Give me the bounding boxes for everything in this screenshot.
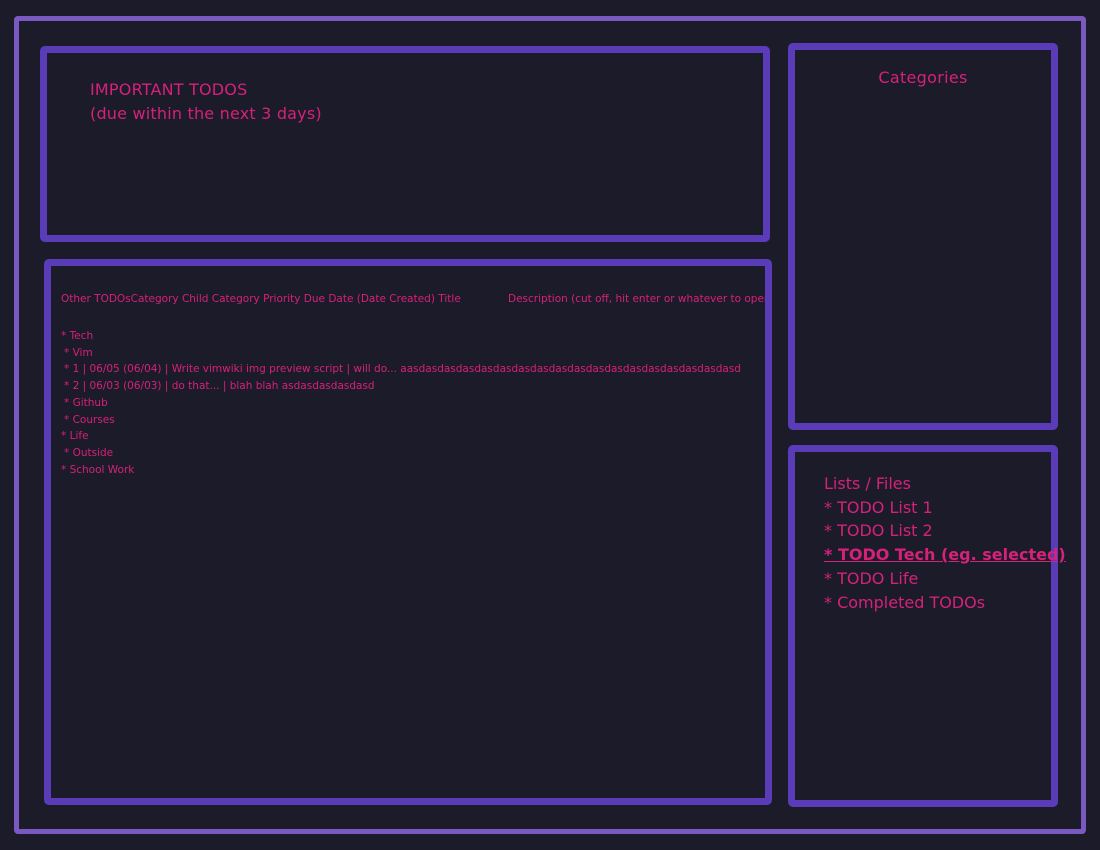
important-todos-subheading: (due within the next 3 days) xyxy=(90,104,322,123)
important-todos-heading: IMPORTANT TODOS xyxy=(90,80,248,99)
todo-row[interactable]: * Github xyxy=(64,396,108,409)
list-file-item[interactable]: * TODO Tech (eg. selected) xyxy=(824,545,1066,565)
important-todos-panel: IMPORTANT TODOS (due within the next 3 d… xyxy=(40,46,770,242)
lists-files-title: Lists / Files xyxy=(824,474,911,493)
important-todos-title: IMPORTANT TODOS (due within the next 3 d… xyxy=(90,78,322,126)
categories-title: Categories xyxy=(878,68,968,87)
todo-row[interactable]: * Tech xyxy=(61,330,94,342)
app-frame xyxy=(14,16,1086,834)
other-todos-panel: Other TODOsCategory Child Category Prior… xyxy=(44,259,772,805)
other-todos-list: * Tech * Vim * 1 | 06/05 (06/04) | Write v… xyxy=(61,328,741,478)
other-todos-header: Other TODOsCategory Child Category Prior… xyxy=(61,293,772,305)
todo-row[interactable]: * Vim xyxy=(64,346,93,359)
todo-row[interactable]: * 2 | 06/03 (06/03) | do that... | blah … xyxy=(64,380,375,393)
todo-row[interactable]: * Life xyxy=(61,430,89,443)
todo-row[interactable]: * Courses xyxy=(64,413,115,426)
list-file-item[interactable]: * TODO List 2 xyxy=(824,521,933,541)
list-file-item[interactable]: * TODO List 1 xyxy=(824,497,933,517)
list-file-item[interactable]: * TODO Life xyxy=(824,568,919,588)
description-column-header: Description (cut off, hit enter or whate… xyxy=(508,293,772,305)
lists-files-list: * TODO List 1 * TODO List 2 * TODO Tech (e… xyxy=(824,496,1066,615)
categories-panel: Categories xyxy=(788,43,1058,430)
other-todos-columns: Other TODOsCategory Child Category Prior… xyxy=(61,293,461,305)
todo-row[interactable]: * Outside xyxy=(64,446,114,459)
lists-files-panel: Lists / Files * TODO List 1 * TODO List 2… xyxy=(788,445,1066,807)
todo-row[interactable]: * 1 | 06/05 (06/04) | Write vimwiki img … xyxy=(64,363,741,376)
todo-row[interactable]: * School Work xyxy=(61,463,135,476)
list-file-item[interactable]: * Completed TODOs xyxy=(824,592,986,612)
